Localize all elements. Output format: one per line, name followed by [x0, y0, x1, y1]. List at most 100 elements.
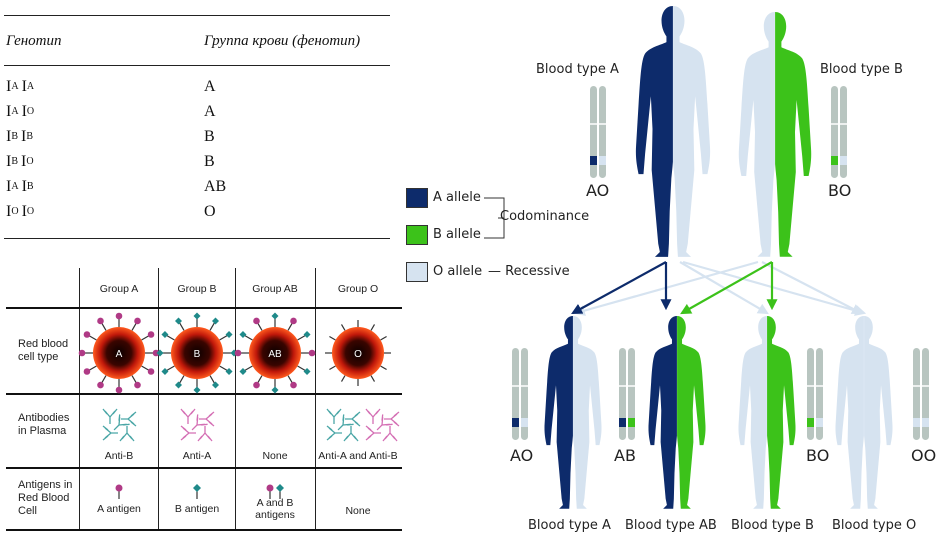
antibody-label-o: Anti-A and Anti-B [318, 450, 398, 462]
svg-text:AB: AB [268, 349, 282, 360]
antibody-icon [345, 411, 361, 427]
antibody-icon [199, 411, 215, 427]
antibody-icon [102, 408, 118, 424]
antibody-icon [365, 408, 381, 424]
child-4-genotype: OO [911, 446, 937, 465]
chromosome-pair-child-bo [807, 348, 823, 440]
inheritance-arrow [679, 261, 769, 315]
antibody-label-b: Anti-A [182, 450, 212, 462]
parent-left-genotype: AO [586, 181, 610, 200]
a-antigen-icon [266, 484, 274, 499]
child-1-label: Blood type A [528, 518, 611, 533]
red-blood-cell-o: O [325, 320, 391, 386]
a-allele-swatch [406, 188, 428, 208]
b-allele-label: B allele [433, 227, 481, 242]
child-4-label: Blood type O [832, 518, 917, 533]
column-group-o: Group O [337, 283, 379, 295]
child-2-label: Blood type AB [625, 518, 717, 533]
antibody-icon [382, 426, 398, 442]
o-allele-swatch [406, 262, 428, 282]
child-3-genotype: BO [806, 446, 830, 465]
parent-figure-type-a [635, 6, 711, 257]
phenotype-cell: AB [204, 178, 227, 195]
red-blood-cell-ab: AB [234, 312, 316, 394]
recessive-label: — Recessive [488, 264, 570, 279]
child-2-genotype: AB [614, 446, 636, 465]
inheritance-arrow [761, 261, 863, 315]
phenotype-cell: B [204, 128, 215, 145]
column-group-a: Group A [99, 283, 139, 295]
parent-right-label: Blood type B [820, 62, 903, 77]
antibody-icon [180, 408, 196, 424]
phenotype-cell: O [204, 203, 216, 220]
chromosome-pair-child-ao [512, 348, 528, 440]
child-figure-oo [835, 316, 893, 509]
b-allele-swatch [406, 225, 428, 245]
phenotype-cell: A [204, 78, 216, 95]
table-header-rule [4, 65, 390, 66]
antibody-icon [119, 426, 135, 442]
genotype-header: Генотип [6, 33, 62, 49]
antigen-label-a: A antigen [97, 503, 141, 515]
antibody-icon [384, 411, 400, 427]
antibody-icon [102, 425, 118, 441]
svg-text:A: A [116, 349, 123, 360]
child-1-genotype: AO [510, 446, 534, 465]
red-blood-cell-b: B [156, 312, 238, 394]
parent-left-label: Blood type A [536, 62, 619, 77]
chromosome-pair-child-oo [913, 348, 929, 440]
chromosome-pair-parent-ao [590, 86, 606, 178]
antibody-icon [113, 414, 130, 431]
antibody-icon [326, 408, 342, 424]
chromosome-pair-child-ab [619, 348, 635, 440]
inheritance-arrow [680, 261, 773, 315]
antibody-icon [343, 426, 359, 442]
column-group-b: Group B [177, 283, 217, 295]
chromosome-pair-parent-bo [831, 86, 847, 178]
column-group-ab: Group AB [252, 283, 298, 295]
child-figure-bo [738, 316, 796, 509]
phenotype-cell: B [204, 153, 215, 170]
b-antigen-icon [193, 484, 201, 499]
child-figure-ab [648, 316, 706, 509]
antibody-label-a: Anti-B [104, 450, 134, 462]
parent-right-genotype: BO [828, 181, 852, 200]
codominance-bracket [484, 197, 505, 239]
antibody-icon [180, 425, 196, 441]
inheritance-diagram [484, 6, 929, 509]
child-3-label: Blood type B [731, 518, 814, 533]
antibody-icon [121, 411, 137, 427]
a-allele-label: A allele [433, 190, 481, 205]
antibody-icon [376, 414, 393, 431]
antibody-icon [191, 414, 208, 431]
codominance-label: Codominance [500, 209, 590, 224]
svg-text:B: B [194, 349, 201, 360]
antibody-icon [326, 425, 342, 441]
red-blood-cell-a: A [78, 312, 160, 394]
inheritance-arrow [571, 261, 667, 315]
antibody-label-ab: None [262, 450, 288, 462]
o-allele-label: O allele [433, 264, 483, 279]
child-figure-ao [544, 316, 602, 509]
table-top-rule [4, 15, 390, 16]
parent-figure-type-b [738, 12, 812, 257]
antibody-icon [365, 425, 381, 441]
antigen-label-o: None [345, 505, 371, 517]
antibody-icon [337, 414, 354, 431]
antibody-icon [197, 426, 213, 442]
table-bottom-rule [4, 238, 390, 239]
b-antigen-icon [276, 484, 284, 499]
blood-group-grid: Group A Group B Group AB Group O Red blo… [6, 268, 402, 531]
phenotype-header: Группа крови (фенотип) [204, 33, 361, 49]
